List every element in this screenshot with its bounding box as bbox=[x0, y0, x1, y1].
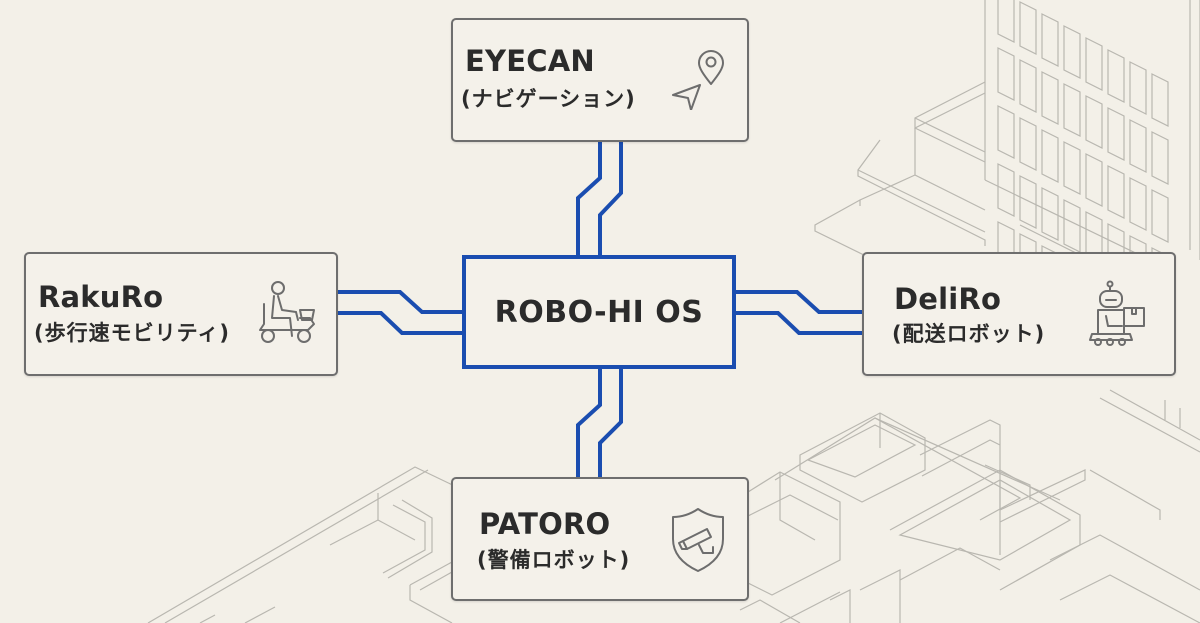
node-eyecan-subtitle: (ナビゲーション) bbox=[461, 87, 636, 111]
building-window bbox=[997, 47, 1015, 101]
connector-bottom-a bbox=[576, 368, 602, 478]
node-deliro-title: DeliRo bbox=[894, 282, 1002, 316]
node-deliro-subtitle: (配送ロボット) bbox=[892, 322, 1046, 346]
security-camera-shield-icon bbox=[672, 508, 724, 572]
building-window bbox=[1019, 1, 1037, 55]
building-window bbox=[1151, 131, 1169, 185]
node-rakuro-subtitle: (歩行速モビリティ) bbox=[34, 321, 230, 345]
building-window bbox=[1107, 107, 1125, 161]
building-window bbox=[1107, 49, 1125, 103]
node-rakuro-title: RakuRo bbox=[38, 280, 164, 314]
node-patoro-title: PATORO bbox=[479, 507, 611, 541]
node-rakuro[interactable]: RakuRo (歩行速モビリティ) bbox=[24, 252, 338, 376]
building-window bbox=[1151, 73, 1169, 127]
navigation-location-icon bbox=[672, 50, 724, 110]
building-window bbox=[1129, 177, 1147, 231]
connector-top-b bbox=[598, 140, 623, 257]
connector-bottom-b bbox=[598, 368, 623, 478]
building-window bbox=[1085, 37, 1103, 91]
building-window bbox=[1063, 25, 1081, 79]
building-window bbox=[1129, 119, 1147, 173]
building-window bbox=[1063, 141, 1081, 195]
node-eyecan[interactable]: EYECAN (ナビゲーション) bbox=[451, 18, 749, 142]
building-window bbox=[1041, 13, 1059, 67]
connector-left-b bbox=[337, 311, 464, 335]
node-patoro[interactable]: PATORO (警備ロボット) bbox=[451, 477, 749, 601]
building-window bbox=[1107, 165, 1125, 219]
building-window bbox=[997, 105, 1015, 159]
connector-top-a bbox=[576, 140, 602, 257]
connector-right-b bbox=[734, 311, 862, 335]
robo-hi-os-core[interactable]: ROBO-HI OS bbox=[462, 255, 736, 369]
building-window bbox=[1085, 153, 1103, 207]
building-window bbox=[997, 163, 1015, 217]
core-label: ROBO-HI OS bbox=[494, 295, 704, 330]
building-window bbox=[1019, 59, 1037, 113]
building-window bbox=[1041, 129, 1059, 183]
node-deliro[interactable]: DeliRo (配送ロボット) bbox=[862, 252, 1176, 376]
building-window bbox=[1129, 61, 1147, 115]
building-window bbox=[997, 0, 1015, 43]
building-window bbox=[1019, 175, 1037, 229]
delivery-robot-icon bbox=[1089, 280, 1145, 346]
connector-left-a bbox=[337, 290, 464, 314]
building-window bbox=[1041, 187, 1059, 241]
building-window bbox=[1041, 71, 1059, 125]
building-window bbox=[1151, 189, 1169, 243]
building-window bbox=[1085, 95, 1103, 149]
building-window bbox=[1019, 117, 1037, 171]
node-patoro-subtitle: (警備ロボット) bbox=[477, 548, 631, 572]
node-eyecan-title: EYECAN bbox=[465, 44, 595, 78]
connector-right-a bbox=[734, 290, 862, 314]
building-window bbox=[1063, 83, 1081, 137]
mobility-scooter-icon bbox=[259, 281, 315, 343]
